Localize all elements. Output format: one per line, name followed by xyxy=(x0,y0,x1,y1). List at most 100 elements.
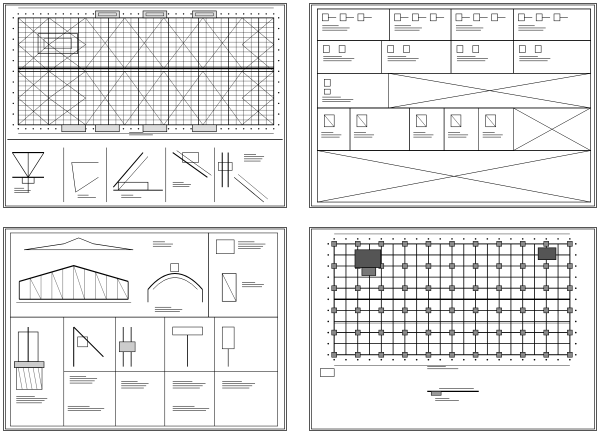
pad-footing xyxy=(402,307,408,314)
grid-bubble-top xyxy=(137,13,140,15)
grid-bubble-bottom xyxy=(392,358,394,361)
grid-bubble-top xyxy=(40,13,42,15)
grid-bubble-bottom xyxy=(55,128,57,130)
pad-footing xyxy=(519,307,526,314)
grid-bubble-right xyxy=(574,353,577,356)
bracing-line xyxy=(18,71,50,99)
empty-panel-cross xyxy=(317,150,591,203)
pad-footing xyxy=(543,241,549,247)
connection-plate xyxy=(172,326,203,336)
detail-annotation xyxy=(244,154,265,162)
connection-detail-grid xyxy=(317,8,591,203)
bracing-line xyxy=(48,17,86,45)
grid-bubble-bottom xyxy=(40,128,42,130)
detail-callout xyxy=(448,132,469,138)
gusset-plate xyxy=(182,152,199,163)
pad-footing xyxy=(472,307,479,314)
grid-bubble-right xyxy=(277,124,280,126)
footing-block xyxy=(16,367,43,390)
empty-panel-cross xyxy=(513,107,591,151)
pad-footing xyxy=(378,307,385,314)
grid-bubble-top xyxy=(333,238,335,240)
detail-panel-right xyxy=(208,232,278,318)
detail-callout xyxy=(121,381,149,389)
grid-bubble-bottom xyxy=(182,128,185,130)
grid-bubble-left xyxy=(12,59,14,62)
gable-arch xyxy=(147,273,203,290)
pad-footing xyxy=(355,352,361,358)
plan-title-annotation xyxy=(129,132,153,136)
pad-footing xyxy=(378,329,385,336)
skylight-top-inner xyxy=(195,12,214,17)
pad-footing xyxy=(567,307,573,314)
connection-symbol xyxy=(338,45,346,53)
grid-bubble-top xyxy=(175,13,177,15)
section-symbol xyxy=(324,114,335,128)
pad-footing xyxy=(567,285,573,291)
detail-member xyxy=(75,177,99,193)
grid-bubble-left xyxy=(12,81,14,83)
grid-bubble-left xyxy=(12,27,14,30)
plan-title-annotation xyxy=(427,366,459,370)
grid-bubble-left xyxy=(327,276,330,278)
grid-bubble-bottom xyxy=(427,358,430,361)
grid-bubble-left xyxy=(327,254,330,256)
section-callout xyxy=(435,398,459,401)
connection-symbol xyxy=(324,88,331,95)
detail-callout xyxy=(323,56,355,62)
detail-member xyxy=(71,162,76,193)
detail-brace-flange xyxy=(176,150,212,176)
pad-footing xyxy=(543,307,549,314)
detail-callout xyxy=(67,405,105,411)
connection-symbol xyxy=(322,13,329,22)
grid-bubble-left xyxy=(327,331,330,334)
pad-footing xyxy=(496,241,502,247)
pad-footing xyxy=(543,285,549,291)
grid-bubble-bottom xyxy=(258,128,260,130)
sheet-1-canvas xyxy=(5,4,285,207)
hatched-zone xyxy=(537,247,557,260)
pad-footing xyxy=(402,352,408,358)
grid-bubble-bottom xyxy=(486,358,489,361)
pad-footing xyxy=(519,241,526,247)
grid-bubble-bottom xyxy=(521,358,524,361)
connection-symbol xyxy=(357,13,365,22)
elevation-callout xyxy=(152,241,173,247)
pad-footing xyxy=(496,352,502,358)
grid-bubble-left xyxy=(12,49,14,51)
schedule-row-3 xyxy=(317,73,591,109)
grid-bubble-bottom xyxy=(242,128,245,130)
detail-cell xyxy=(317,107,351,151)
grid-bubble-bottom xyxy=(557,358,559,361)
grid-bubble-top xyxy=(273,13,275,15)
grid-bubble-top xyxy=(17,13,19,15)
pad-footing xyxy=(472,263,479,269)
gable-node xyxy=(170,263,179,272)
pad-footing xyxy=(449,285,455,291)
pad-footing xyxy=(449,329,455,336)
bracing-line xyxy=(48,97,86,125)
bracing-line xyxy=(202,17,243,69)
detail-rafter-flange xyxy=(118,156,149,191)
grid-bubble-bottom xyxy=(25,128,27,130)
connection-symbol xyxy=(519,45,526,53)
detail-cell xyxy=(513,8,591,41)
drawing-sheet-4 xyxy=(309,227,597,431)
grid-bubble-top xyxy=(463,238,465,240)
detail-cell xyxy=(478,107,514,151)
grid-bubble-right xyxy=(574,287,577,289)
column-hatch xyxy=(222,273,237,302)
grid-bubble-top xyxy=(182,13,185,15)
skylight-bottom xyxy=(142,124,168,133)
grid-bubble-right xyxy=(574,254,577,256)
grid-bubble-bottom xyxy=(130,128,132,130)
grid-bubble-left xyxy=(12,17,14,19)
grid-bubble-left xyxy=(327,265,330,267)
grid-bubble-bottom xyxy=(333,358,335,361)
grid-bubble-right xyxy=(574,276,577,278)
column-callout xyxy=(242,282,264,288)
grid-bubble-top xyxy=(427,238,430,240)
grid-bubble-bottom xyxy=(439,358,442,361)
grid-bubble-top xyxy=(510,238,512,240)
grid-bubble-bottom xyxy=(510,358,512,361)
